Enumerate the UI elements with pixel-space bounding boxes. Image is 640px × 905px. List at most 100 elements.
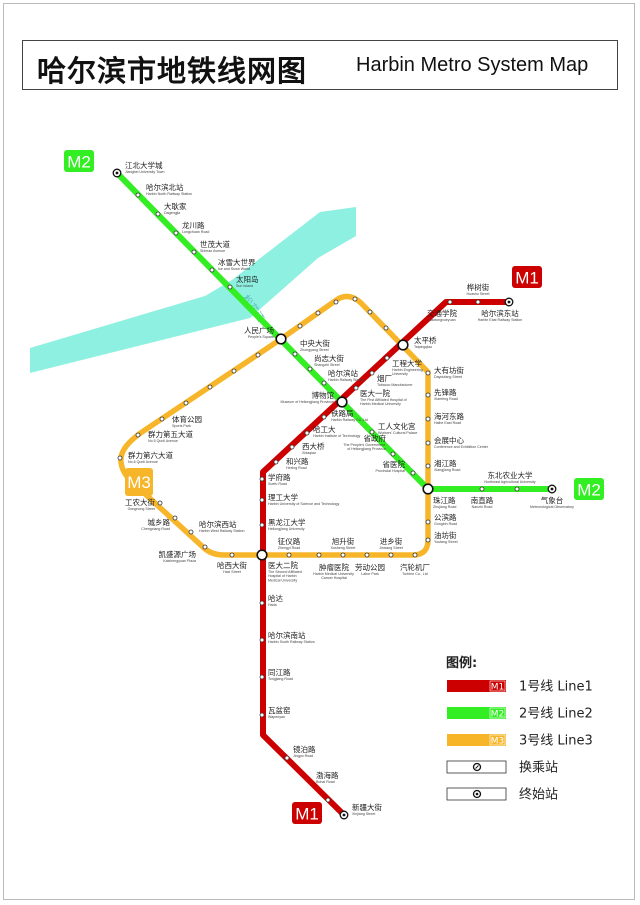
station-marker[interactable]: [273, 459, 279, 465]
station-marker[interactable]: [369, 429, 375, 435]
station-marker[interactable]: [316, 552, 322, 558]
station-marker[interactable]: [209, 267, 215, 273]
station-marker[interactable]: [284, 755, 290, 761]
station-marker[interactable]: [259, 476, 265, 482]
station-marker[interactable]: [364, 552, 370, 558]
station-marker[interactable]: [229, 552, 235, 558]
station-marker[interactable]: [297, 323, 303, 329]
station-marker[interactable]: [425, 537, 431, 543]
interchange-marker[interactable]: [422, 483, 434, 495]
station-marker[interactable]: [259, 522, 265, 528]
station-marker[interactable]: [353, 385, 359, 391]
station-marker[interactable]: [369, 370, 375, 376]
station-marker[interactable]: [173, 230, 179, 236]
station-marker[interactable]: [188, 529, 194, 535]
interchange-marker[interactable]: [275, 333, 287, 345]
station-marker[interactable]: [292, 351, 298, 357]
interchange-marker[interactable]: [336, 396, 348, 408]
station-marker[interactable]: [321, 380, 327, 386]
station-marker[interactable]: [259, 637, 265, 643]
station-marker[interactable]: [259, 497, 265, 503]
station-marker[interactable]: [259, 712, 265, 718]
station-marker[interactable]: [425, 416, 431, 422]
station-marker[interactable]: [388, 552, 394, 558]
station-marker[interactable]: [183, 400, 189, 406]
station-marker[interactable]: [367, 309, 373, 315]
station-marker[interactable]: [479, 486, 485, 492]
station-marker[interactable]: [475, 299, 481, 305]
station-marker[interactable]: [321, 414, 327, 420]
station-marker[interactable]: [390, 451, 396, 457]
station-marker[interactable]: [325, 797, 331, 803]
station-marker[interactable]: [447, 299, 453, 305]
station-marker[interactable]: [410, 470, 416, 476]
station-marker[interactable]: [172, 515, 178, 521]
station-marker[interactable]: [255, 352, 261, 358]
station-marker[interactable]: [286, 552, 292, 558]
station-marker[interactable]: [425, 463, 431, 469]
station-marker[interactable]: [425, 519, 431, 525]
station-marker[interactable]: [425, 392, 431, 398]
station-marker[interactable]: [307, 366, 313, 372]
interchange-marker[interactable]: [256, 549, 268, 561]
station-marker[interactable]: [202, 544, 208, 550]
station-marker[interactable]: [227, 284, 233, 290]
station-marker[interactable]: [383, 325, 389, 331]
station-marker[interactable]: [117, 455, 123, 461]
station-marker[interactable]: [315, 310, 321, 316]
station-marker[interactable]: [333, 299, 339, 305]
station-marker[interactable]: [191, 249, 197, 255]
station-marker[interactable]: [425, 440, 431, 446]
station-marker[interactable]: [289, 444, 295, 450]
station-marker[interactable]: [259, 600, 265, 606]
station-marker[interactable]: [207, 384, 213, 390]
station-marker[interactable]: [135, 192, 141, 198]
station-marker[interactable]: [304, 430, 310, 436]
